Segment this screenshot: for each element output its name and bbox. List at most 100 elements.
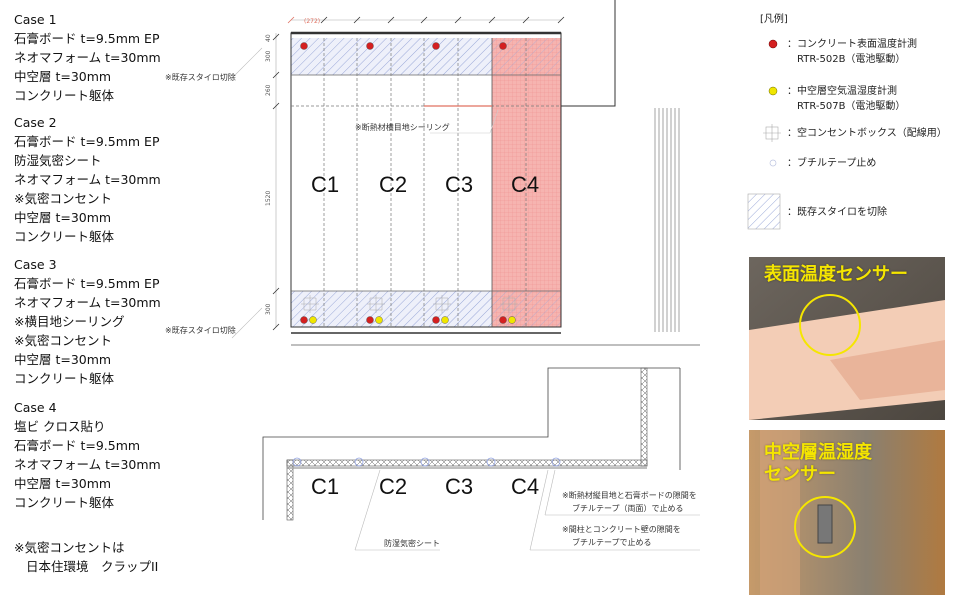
note-sheet: 防湿気密シート <box>384 539 440 548</box>
case-line: 石膏ボード t=9.5mm <box>14 438 141 453</box>
butyl-tape-icon <box>769 159 777 167</box>
caption-line: 表面温度センサー <box>764 264 908 285</box>
plan-view <box>262 367 700 551</box>
dimension-label: 300 <box>265 50 272 62</box>
legend-text: ：コンクリート表面温度計測 <box>787 39 917 50</box>
elevation-label-c1: C1 <box>311 172 340 197</box>
outlet-box-icon <box>433 295 451 313</box>
case-line: ※気密コンセント <box>14 333 112 348</box>
photo-surface-sensor <box>749 257 945 420</box>
legend-item-yellow: ：中空層空気温湿度計測 RTR-507B（電池駆動） <box>787 84 905 114</box>
case-line: 石膏ボード t=9.5mm EP <box>14 276 160 291</box>
yellow-sensor-icon <box>375 316 383 324</box>
footnote-line: 日本住環境 クラップII <box>26 559 159 574</box>
outlet-box-icon <box>367 295 385 313</box>
hatch-box-icon <box>747 193 781 230</box>
outlet-box-icon <box>500 295 518 313</box>
case-title: Case 2 <box>14 115 57 130</box>
case-line: 石膏ボード t=9.5mm EP <box>14 134 160 149</box>
note-cut-top: ※既存スタイロ切除 <box>165 73 236 82</box>
case-line: コンクリート躯体 <box>14 371 115 386</box>
red-sensor-icon <box>366 316 374 324</box>
case-line: 中空層 t=30mm <box>14 476 112 491</box>
yellow-dot-icon <box>768 86 778 96</box>
note-line: ブチルテープ（両面）で止める <box>572 504 684 513</box>
legend-text: RTR-502B（電池駆動） <box>797 54 906 65</box>
red-sensor-icon <box>499 42 507 50</box>
plan-label-c1: C1 <box>311 474 340 499</box>
outlet-box-icon <box>301 295 319 313</box>
red-dot-icon <box>768 39 778 49</box>
case-line: 防湿気密シート <box>14 153 102 168</box>
case-line: 石膏ボード t=9.5mm EP <box>14 31 160 46</box>
case-1: Case 1 石膏ボード t=9.5mm EP ネオマフォーム t=30mm 中空層 … <box>14 10 161 105</box>
red-sensor-icon <box>432 42 440 50</box>
case-title: Case 3 <box>14 257 57 272</box>
note-line: ブチルテープで止める <box>572 538 652 547</box>
case-line: ※気密コンセント <box>14 191 112 206</box>
dimension-label: 260 <box>265 84 272 96</box>
note-sealing: ※断熱材横目地シーリング <box>355 123 450 132</box>
elevation-view <box>231 0 700 346</box>
insulation-layer <box>286 459 648 467</box>
case-line: ※横目地シーリング <box>14 314 125 329</box>
legend-item-hatch: ：既存スタイロを切除 <box>787 207 887 218</box>
dimension-label: 1520 <box>265 190 272 206</box>
case-line: 中空層 t=30mm <box>14 69 112 84</box>
yellow-sensor-icon <box>309 316 317 324</box>
note-cut-bottom: ※既存スタイロ切除 <box>165 326 236 335</box>
footnote: ※気密コンセントは 日本住環境 クラップII <box>14 538 158 576</box>
plan-label-c2: C2 <box>379 474 408 499</box>
legend-icons <box>747 39 781 230</box>
note-column: ※間柱とコンクリート壁の隙間を ブチルテープで止める <box>562 523 681 549</box>
footnote-line: ※気密コンセントは <box>14 540 125 555</box>
case-line: 中空層 t=30mm <box>14 210 112 225</box>
plan-label-c3: C3 <box>445 474 474 499</box>
note-joint: ※断熱材縦目地と石膏ボードの隙間を ブチルテープ（両面）で止める <box>562 489 697 515</box>
legend-title: [凡例] <box>760 14 788 25</box>
elevation-label-c3: C3 <box>445 172 474 197</box>
case-2: Case 2 石膏ボード t=9.5mm EP 防湿気密シートネオマフォーム t=3… <box>14 113 161 246</box>
yellow-sensor-icon <box>508 316 516 324</box>
legend-text: ：中空層空気温湿度計測 <box>787 86 897 97</box>
case-line: ネオマフォーム t=30mm <box>14 457 161 472</box>
note-line: ※断熱材縦目地と石膏ボードの隙間を <box>562 491 697 500</box>
photo-cavity-sensor <box>749 430 945 595</box>
elevation-sensors <box>300 42 518 324</box>
photo-caption-surface: 表面温度センサー <box>764 264 908 286</box>
dimension-label: 40 <box>265 34 272 42</box>
caption-line: 中空層温湿度 <box>764 442 872 463</box>
case-line: ネオマフォーム t=30mm <box>14 50 161 65</box>
case-line: ネオマフォーム t=30mm <box>14 295 161 310</box>
elevation-label-c4: C4 <box>511 172 540 197</box>
legend-item-butyl: ：ブチルテープ止め <box>787 158 877 169</box>
dimension-label: 300 <box>265 303 272 315</box>
elevation-label-c2: C2 <box>379 172 408 197</box>
note-line: ※間柱とコンクリート壁の隙間を <box>562 525 681 534</box>
photo-caption-cavity: 中空層温湿度 センサー <box>764 442 872 486</box>
red-sensor-icon <box>432 316 440 324</box>
red-sensor-icon <box>499 316 507 324</box>
case-line: 塩ビ クロス貼り <box>14 419 106 434</box>
red-sensor-icon <box>300 316 308 324</box>
case-line: コンクリート躯体 <box>14 495 115 510</box>
top-dimension: (272) <box>304 18 321 25</box>
case-3: Case 3 石膏ボード t=9.5mm EP ネオマフォーム t=30mm ※横目地… <box>14 255 161 388</box>
legend-item-outlet: ：空コンセントボックス（配線用） <box>787 128 947 139</box>
case-title: Case 4 <box>14 400 57 415</box>
legend-item-red: ：コンクリート表面温度計測 RTR-502B（電池駆動） <box>787 37 917 67</box>
case-title: Case 1 <box>14 12 57 27</box>
caption-line: センサー <box>764 464 836 485</box>
case-4: Case 4 塩ビ クロス貼り石膏ボード t=9.5mm ネオマフォーム t=30m… <box>14 398 161 512</box>
red-sensor-icon <box>366 42 374 50</box>
yellow-sensor-icon <box>441 316 449 324</box>
outlet-box-icon <box>763 124 781 142</box>
plan-label-c4: C4 <box>511 474 540 499</box>
red-sensor-icon <box>300 42 308 50</box>
case-line: ネオマフォーム t=30mm <box>14 172 161 187</box>
legend-text: RTR-507B（電池駆動） <box>797 101 906 112</box>
case-line: コンクリート躯体 <box>14 229 115 244</box>
case-line: コンクリート躯体 <box>14 88 115 103</box>
case-line: 中空層 t=30mm <box>14 352 112 367</box>
